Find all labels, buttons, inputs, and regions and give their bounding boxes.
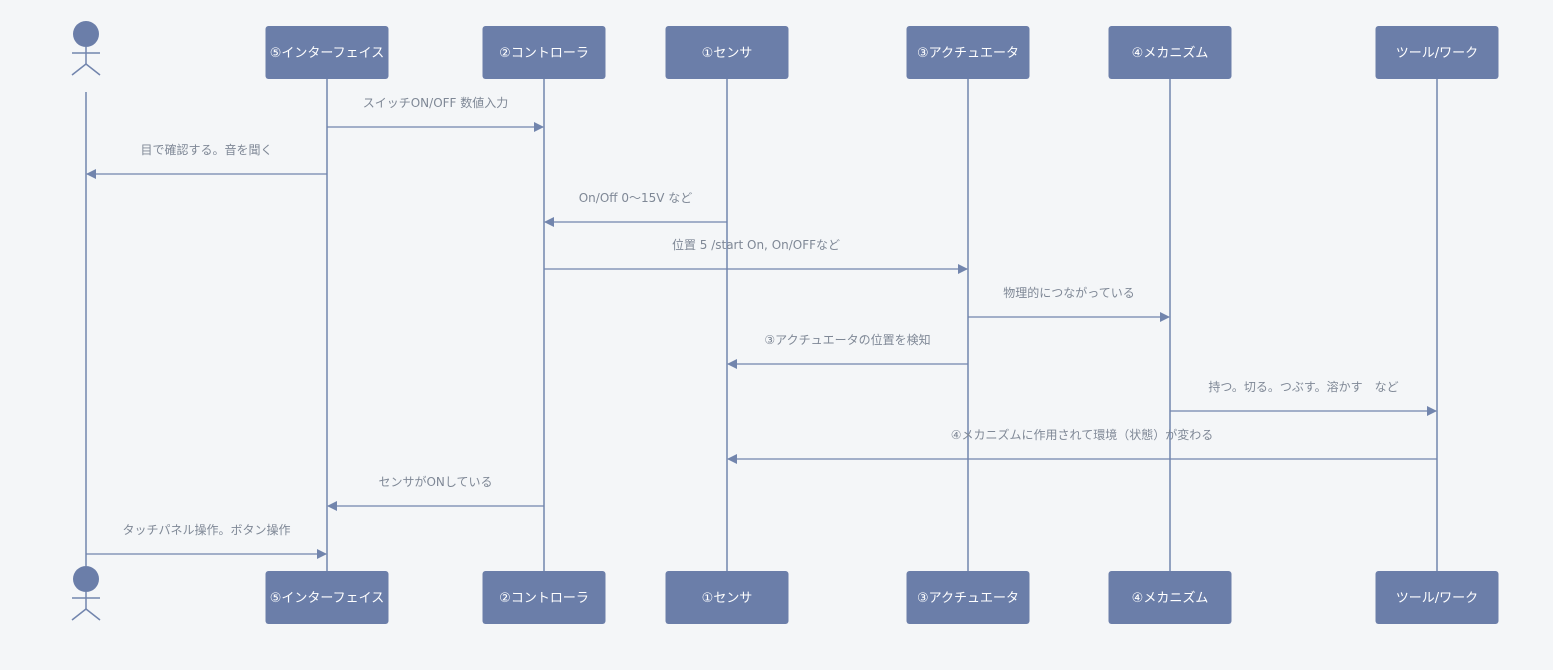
participant-label: ④メカニズム <box>1132 45 1209 61</box>
message-1[interactable]: スイッチON/OFF 数値入力 <box>327 95 544 132</box>
participant-label: ツール/ワーク <box>1396 591 1478 606</box>
participant-box <box>906 571 1030 624</box>
participant-label: ①センサ <box>702 591 753 606</box>
participant-box <box>1375 26 1499 79</box>
message-8[interactable]: ④メカニズムに作用されて環境（状態）が変わる <box>727 427 1437 464</box>
participant-label: ①センサ <box>702 46 753 61</box>
participant-box <box>665 26 789 79</box>
message-3[interactable]: On/Off 0～15V など <box>544 191 727 227</box>
participant-box <box>906 26 1030 79</box>
participant-label: ②コントローラ <box>499 591 589 606</box>
message-4[interactable]: 位置 5 /start On, On/OFFなど <box>544 237 968 274</box>
participant-controller-bottom[interactable]: ②コントローラ <box>482 571 606 624</box>
participant-actuator-bottom[interactable]: ③アクチュエータ <box>906 571 1030 624</box>
participant-interface-top[interactable]: ⑤インターフェイス <box>265 26 389 79</box>
message-label: On/Off 0～15V など <box>579 191 693 205</box>
participant-label: ④メカニズム <box>1132 590 1209 606</box>
participant-box <box>665 571 789 624</box>
actor-figure-bottom[interactable] <box>71 566 101 621</box>
participant-label: ③アクチュエータ <box>917 46 1019 61</box>
message-label: ④メカニズムに作用されて環境（状態）が変わる <box>951 427 1213 442</box>
participant-sensor-bottom[interactable]: ①センサ <box>665 571 789 624</box>
message-label: センサがONしている <box>378 474 492 489</box>
participant-interface-bottom[interactable]: ⑤インターフェイス <box>265 571 389 624</box>
participant-box <box>265 571 389 624</box>
message-label: 持つ。切る。つぶす。溶かす など <box>1208 379 1398 394</box>
message-label: 物理的につながっている <box>1003 285 1134 300</box>
message-6[interactable]: ③アクチュエータの位置を検知 <box>727 332 968 369</box>
participant-box <box>482 571 606 624</box>
participant-label: ③アクチュエータ <box>917 591 1019 606</box>
message-label: 位置 5 /start On, On/OFFなど <box>672 237 840 252</box>
message-7[interactable]: 持つ。切る。つぶす。溶かす など <box>1170 379 1437 416</box>
participant-tool-top[interactable]: ツール/ワーク <box>1375 26 1499 79</box>
participant-sensor-top[interactable]: ①センサ <box>665 26 789 79</box>
participant-box <box>482 26 606 79</box>
actor-head-icon <box>73 21 99 47</box>
participant-label: ⑤インターフェイス <box>270 46 385 61</box>
participant-box <box>1375 571 1499 624</box>
participant-mechanism-bottom[interactable]: ④メカニズム <box>1108 571 1232 624</box>
participant-label: ②コントローラ <box>499 46 589 61</box>
actor-head-icon <box>73 566 99 592</box>
actor-figure-top[interactable] <box>71 21 101 76</box>
message-label: タッチパネル操作。ボタン操作 <box>122 522 290 537</box>
participant-mechanism-top[interactable]: ④メカニズム <box>1108 26 1232 79</box>
message-label: 目で確認する。音を聞く <box>140 142 272 157</box>
participant-controller-top[interactable]: ②コントローラ <box>482 26 606 79</box>
message-label: スイッチON/OFF 数値入力 <box>363 95 509 110</box>
message-5[interactable]: 物理的につながっている <box>968 285 1170 322</box>
message-label: ③アクチュエータの位置を検知 <box>764 332 930 347</box>
participant-box <box>1108 26 1232 79</box>
message-2[interactable]: 目で確認する。音を聞く <box>86 142 327 179</box>
message-10[interactable]: タッチパネル操作。ボタン操作 <box>86 522 327 559</box>
participant-label: ツール/ワーク <box>1396 46 1478 61</box>
participant-box <box>1108 571 1232 624</box>
participant-tool-bottom[interactable]: ツール/ワーク <box>1375 571 1499 624</box>
participant-box <box>265 26 389 79</box>
participant-actuator-top[interactable]: ③アクチュエータ <box>906 26 1030 79</box>
participant-label: ⑤インターフェイス <box>270 591 385 606</box>
message-9[interactable]: センサがONしている <box>327 474 544 511</box>
